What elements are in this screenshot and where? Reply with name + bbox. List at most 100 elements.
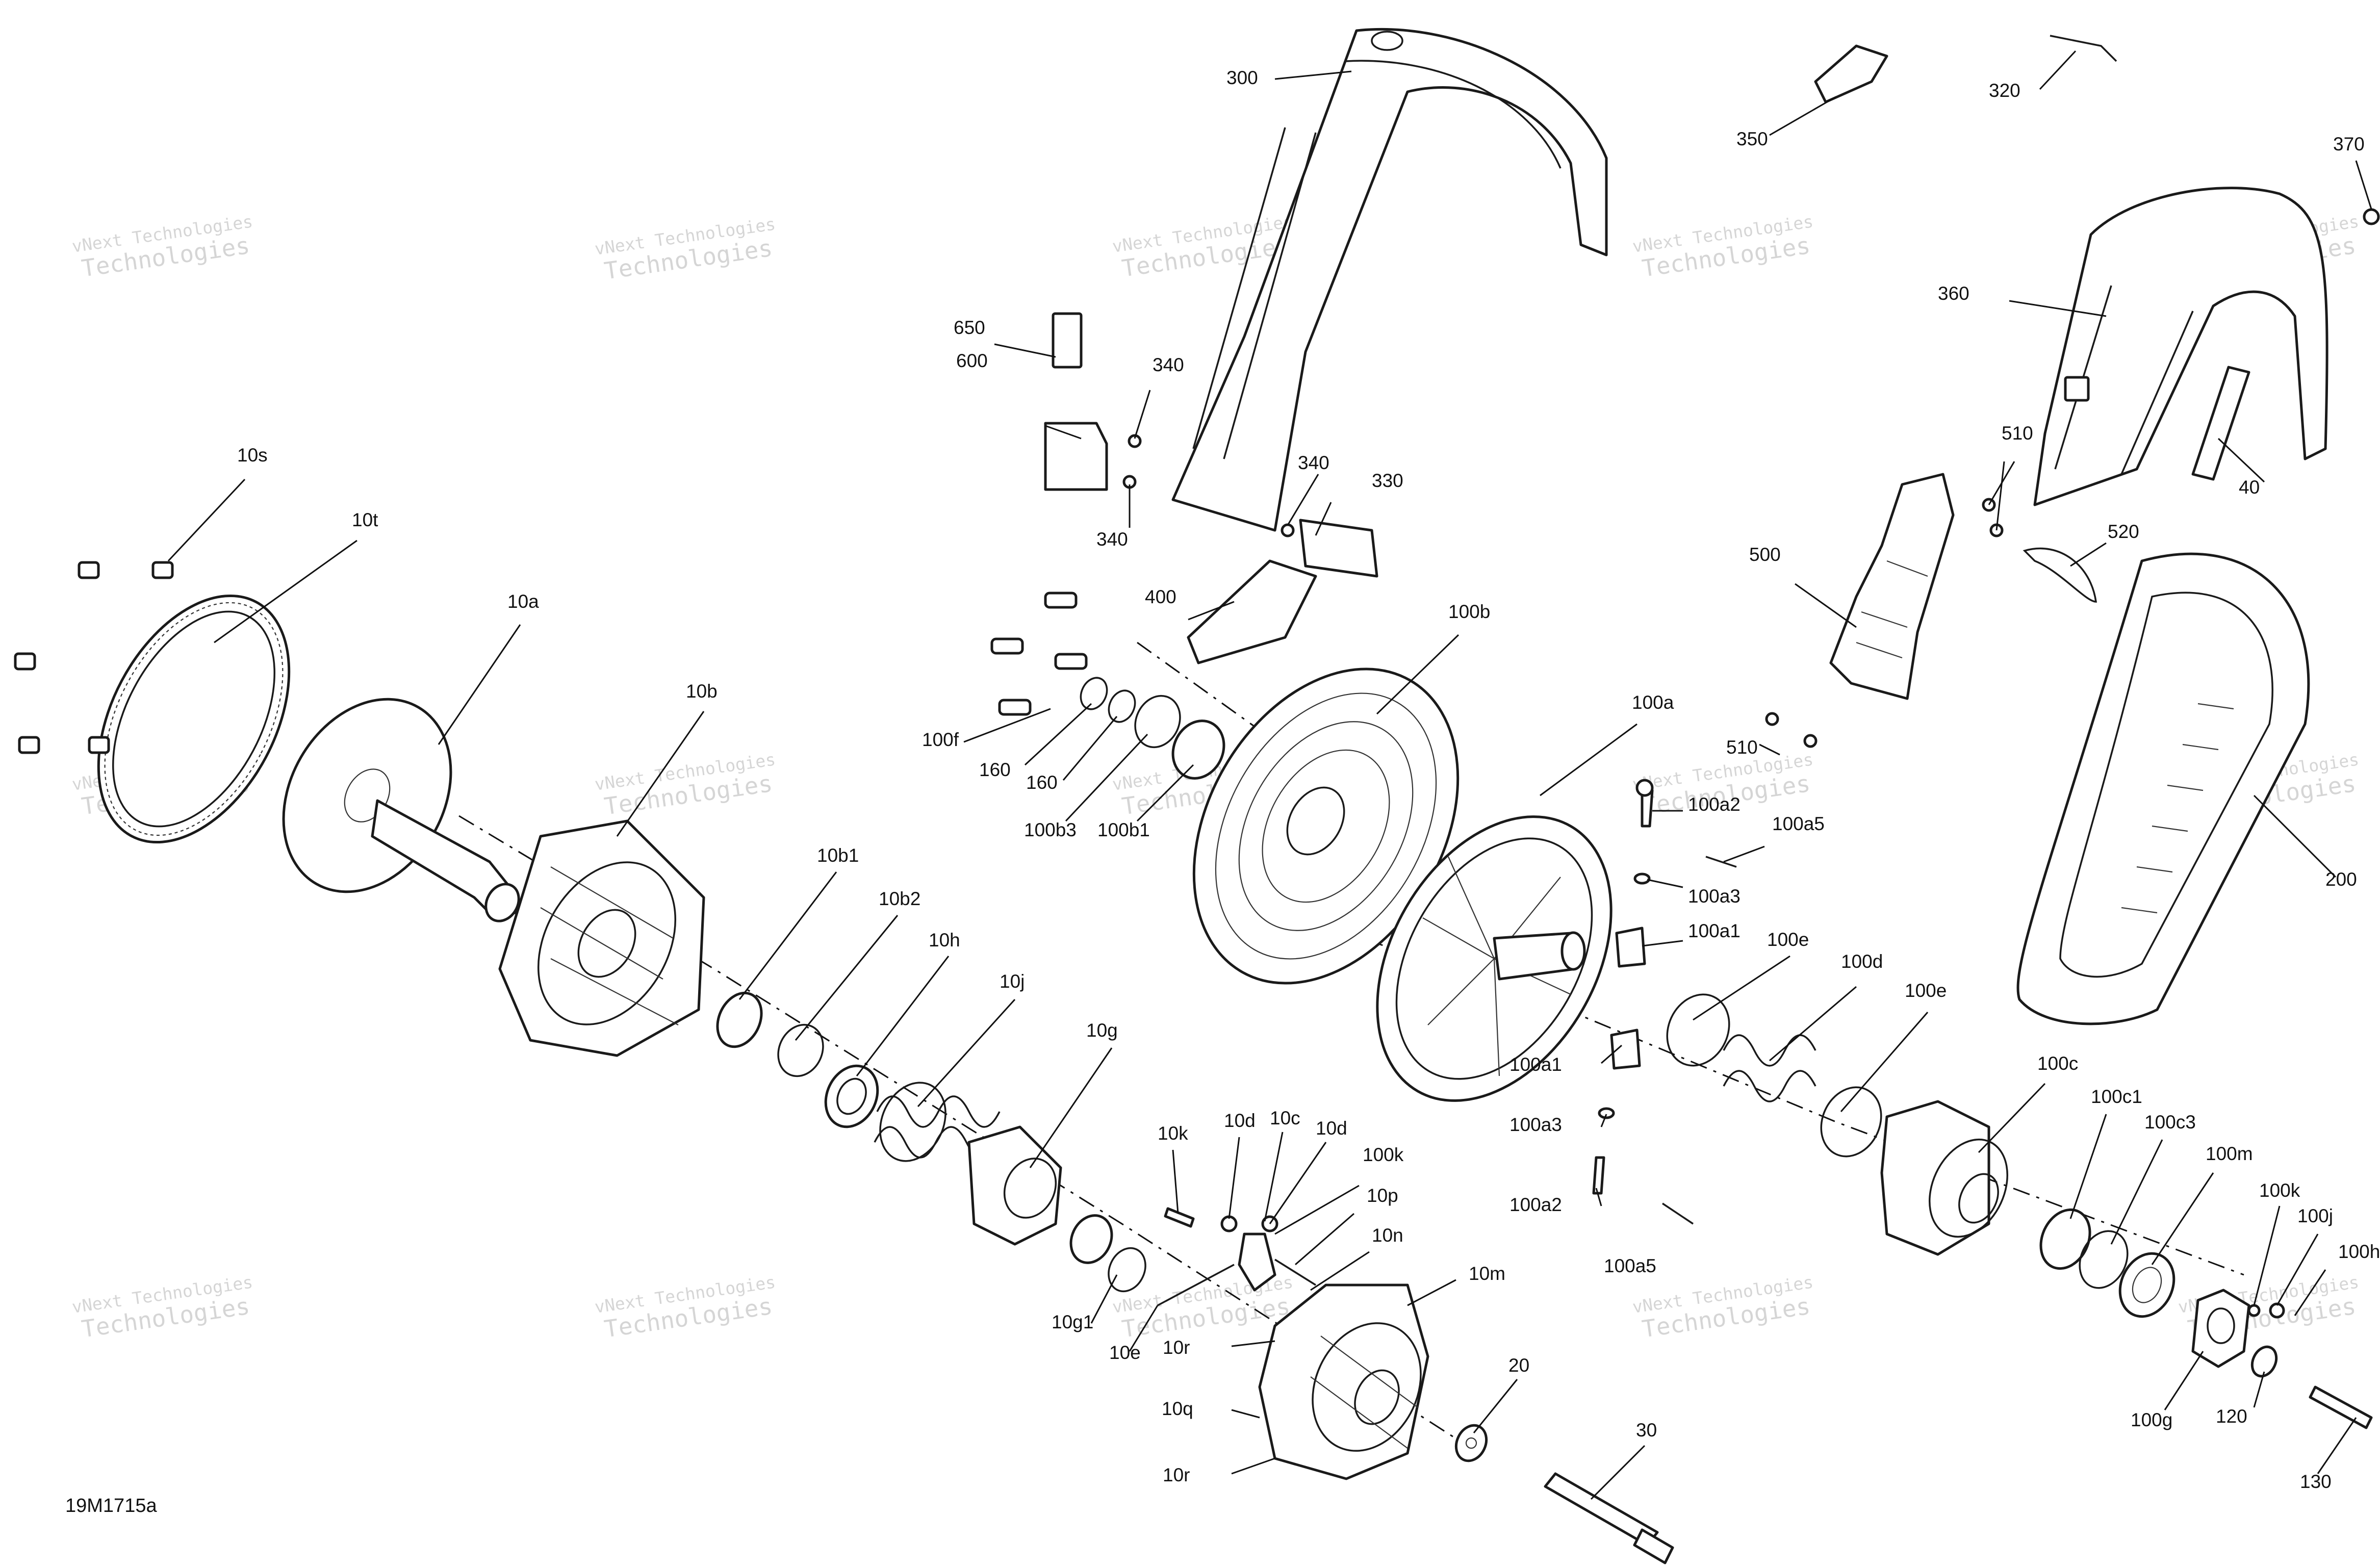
- spider-10g: [967, 1125, 1146, 1293]
- part-label: 10q: [1162, 1398, 1193, 1419]
- hardware-100a: [1592, 779, 1737, 1225]
- part-label: 10b2: [879, 888, 920, 909]
- part-label: 10n: [1372, 1225, 1403, 1246]
- part-label: 100a3: [1509, 1114, 1562, 1135]
- drive-belt-200: [2016, 552, 2310, 1025]
- part-label: 100a3: [1688, 886, 1741, 907]
- part-label: 40: [2239, 477, 2260, 498]
- part-label: 300: [1226, 67, 1258, 88]
- roller-arm-parts: [1157, 1207, 1316, 1306]
- bracket-500: [1765, 473, 2097, 748]
- part-label: 100c1: [2091, 1086, 2142, 1107]
- part-label: 200: [2325, 869, 2357, 890]
- part-label: 120: [2216, 1406, 2247, 1427]
- part-label: 160: [979, 759, 1011, 780]
- driven-sheave-100b: [1192, 667, 1460, 985]
- part-label: 100g: [2131, 1409, 2172, 1430]
- part-label: 100j: [2297, 1205, 2333, 1226]
- belt-guard-300: [1171, 28, 1608, 532]
- part-label: 100d: [1841, 951, 1883, 972]
- part-label: 650: [954, 317, 985, 338]
- part-label: 340: [1298, 452, 1329, 473]
- part-label: 520: [2108, 521, 2139, 542]
- leader-lines: [167, 50, 2372, 1500]
- part-label: 100a5: [1772, 813, 1825, 834]
- part-label: 500: [1749, 544, 1781, 565]
- part-label: 10r: [1163, 1465, 1190, 1485]
- part-label: 10g1: [1052, 1312, 1093, 1332]
- part-label: 10h: [929, 930, 960, 951]
- part-label: 10t: [352, 509, 378, 530]
- part-label: 100e: [1767, 929, 1809, 950]
- part-label: 100a2: [1688, 794, 1741, 815]
- part-label: 10b1: [817, 845, 859, 866]
- part-label: 10r: [1163, 1337, 1190, 1358]
- part-label: 10c: [1270, 1108, 1300, 1128]
- part-label: 160: [1026, 772, 1058, 793]
- bushing-rings-left: [716, 991, 879, 1128]
- spring-100d: [1666, 993, 1882, 1158]
- part-label: 10j: [1000, 971, 1025, 992]
- part-label: 320: [1989, 80, 2020, 101]
- cover-360: [1814, 35, 2380, 506]
- part-label: 10g: [1086, 1020, 1118, 1041]
- driven-sheave-100a: [1376, 815, 1613, 1102]
- part-label: 30: [1636, 1420, 1657, 1441]
- part-label: 510: [1726, 737, 1758, 758]
- part-label: 100b1: [1097, 819, 1150, 840]
- washer-bolt-front: [1454, 1424, 1674, 1564]
- brackets-upper: [1044, 312, 1378, 664]
- part-label: 10e: [1109, 1342, 1141, 1363]
- cam-100c: [1880, 1100, 2176, 1318]
- part-label: 100a: [1632, 692, 1674, 713]
- part-number-labels: 300 320 350 370 360 40 650 340 600 340 340 330 400 10…: [237, 67, 2380, 1492]
- movable-sheave-10b: [498, 819, 705, 1057]
- part-label: 370: [2333, 134, 2365, 155]
- part-label: 10d: [1224, 1110, 1256, 1131]
- part-label: 10m: [1469, 1263, 1505, 1284]
- fixed-sheave-10a: [282, 698, 520, 922]
- part-label: 100k: [2259, 1180, 2300, 1201]
- part-label: 100h: [2338, 1241, 2380, 1262]
- figure-code: 19M1715a: [65, 1495, 157, 1517]
- part-label: 100c3: [2144, 1112, 2196, 1133]
- ring-gear-10t: [97, 594, 291, 844]
- part-label: 100c: [2037, 1053, 2078, 1074]
- part-label: 100a2: [1509, 1194, 1562, 1215]
- part-label: 10a: [507, 591, 539, 612]
- part-label: 100b: [1448, 601, 1490, 622]
- part-label: 360: [1938, 283, 1969, 304]
- part-label: 330: [1372, 470, 1403, 491]
- part-label: 100a5: [1604, 1255, 1656, 1276]
- part-label: 400: [1145, 586, 1176, 607]
- part-label: 510: [2002, 423, 2033, 444]
- part-label: 10b: [686, 681, 718, 702]
- part-label: 10k: [1158, 1123, 1188, 1144]
- part-label: 100a1: [1688, 920, 1741, 941]
- part-label: 100m: [2206, 1143, 2253, 1164]
- part-label: 100a1: [1509, 1054, 1562, 1075]
- bolts-10s: [14, 561, 174, 754]
- part-label: 20: [1508, 1355, 1529, 1376]
- part-label: 340: [1096, 529, 1128, 550]
- part-label: 100e: [1905, 980, 1947, 1001]
- part-label: 340: [1153, 354, 1184, 375]
- part-label: 10p: [1367, 1185, 1398, 1206]
- part-label: 600: [956, 350, 988, 371]
- retainer-100g: [2191, 1289, 2373, 1429]
- part-label: 100k: [1363, 1144, 1404, 1165]
- part-label: 10d: [1316, 1118, 1347, 1139]
- part-label: 350: [1736, 129, 1768, 149]
- part-label: 100b3: [1024, 819, 1077, 840]
- governor-cup-10m: [1258, 1283, 1429, 1480]
- hardware-100f-160: [990, 592, 1225, 780]
- part-label: 100f: [922, 729, 959, 750]
